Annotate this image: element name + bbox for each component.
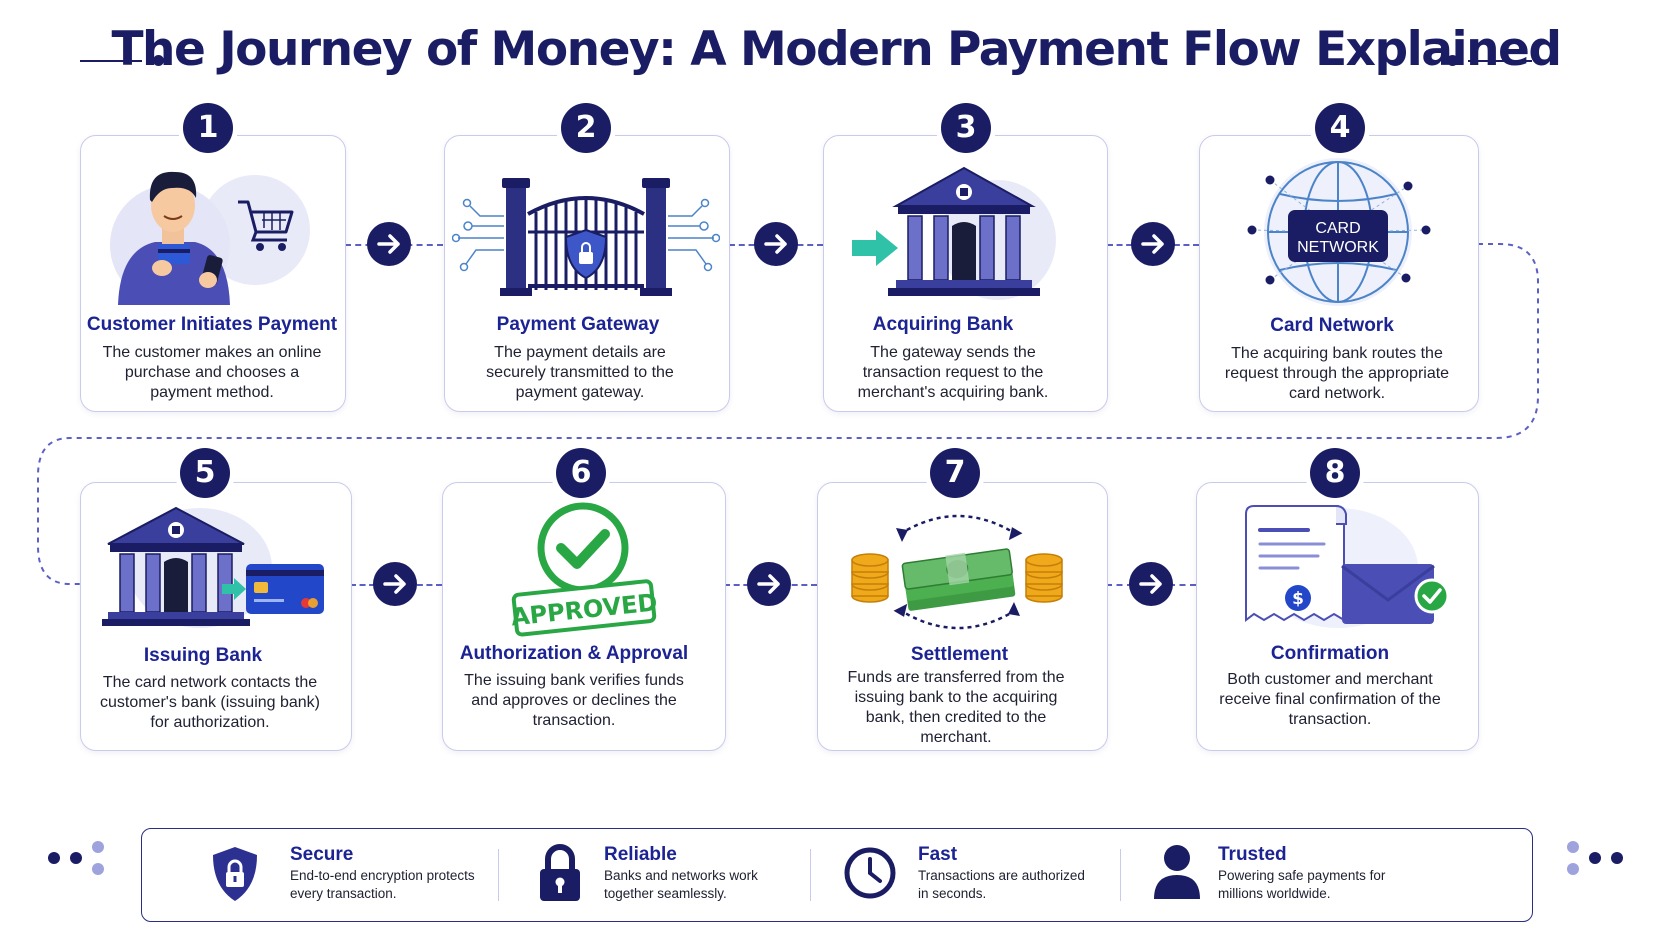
decor-dot [1567, 841, 1579, 853]
step-desc-3: The gateway sends the transaction reques… [857, 344, 1049, 401]
acquiring-bank-icon [852, 166, 1056, 300]
step-number-4: 4 [1315, 103, 1365, 153]
arrow-icon-1-2 [367, 222, 411, 266]
arrow-icon-5-6 [373, 562, 417, 606]
clock-icon [844, 847, 896, 899]
step-title-3: Acquiring Bank [872, 314, 1014, 335]
svg-text:$: $ [1292, 589, 1304, 609]
feature-title-fast: Fast [918, 844, 958, 865]
decor-dot [1589, 852, 1601, 864]
decor-dot [48, 852, 60, 864]
step-number-1: 1 [183, 103, 233, 153]
user-icon [1154, 845, 1200, 899]
decor-dot [1611, 852, 1623, 864]
decor-dot [92, 863, 104, 875]
feature-desc-secure: End-to-end encryption protects every tra… [290, 868, 475, 901]
payment-gateway-icon [452, 178, 720, 296]
feature-desc-reliable: Banks and networks work together seamles… [604, 868, 758, 901]
step-title-6: Authorization & Approval [459, 643, 689, 664]
settlement-money-icon [851, 514, 1063, 630]
step-number-7: 7 [930, 448, 980, 498]
decor-dot [92, 841, 104, 853]
feature-separator [1120, 849, 1121, 901]
step-desc-5: The card network contacts the customer's… [99, 674, 321, 731]
step-number-2: 2 [561, 103, 611, 153]
card-network-label-line2: NETWORK [1297, 239, 1379, 256]
step-desc-8: Both customer and merchant receive final… [1219, 671, 1441, 728]
step-card-7 [817, 482, 1108, 751]
step-desc-1: The customer makes an online purchase an… [102, 344, 322, 401]
step-desc-7: Funds are transferred from the issuing b… [847, 669, 1065, 746]
confirmation-receipt-icon: $ [1245, 505, 1450, 628]
step-desc-4: The acquiring bank routes the request th… [1224, 345, 1450, 402]
page-title: The Journey of Money: A Modern Payment F… [111, 22, 1562, 77]
title-left-rule [80, 60, 142, 62]
customer-shopping-icon [110, 171, 310, 305]
feature-title-trusted: Trusted [1218, 844, 1287, 865]
step-title-2: Payment Gateway [496, 314, 660, 335]
step-desc-6: The issuing bank verifies funds and appr… [464, 672, 684, 729]
step-number-8: 8 [1310, 448, 1360, 498]
feature-title-reliable: Reliable [604, 844, 677, 865]
padlock-icon [540, 844, 580, 901]
arrow-icon-6-7 [747, 562, 791, 606]
decor-dot [1567, 863, 1579, 875]
decor-dot [70, 852, 82, 864]
issuing-bank-icon [102, 506, 324, 628]
feature-desc-trusted: Powering safe payments for millions worl… [1218, 868, 1386, 901]
card-network-globe-icon: CARD NETWORK [1247, 158, 1431, 306]
arrow-icon-2-3 [754, 222, 798, 266]
title-right-rule [1468, 60, 1532, 62]
step-title-4: Card Network [1270, 315, 1394, 336]
step-title-8: Confirmation [1270, 643, 1390, 664]
step-title-7: Settlement [910, 644, 1009, 665]
card-network-label-line1: CARD [1315, 220, 1360, 237]
step-desc-2: The payment details are securely transmi… [486, 344, 674, 401]
step-title-1: Customer Initiates Payment [86, 314, 338, 335]
approved-stamp-icon: APPROVED [510, 502, 659, 637]
title-left-dot [153, 55, 164, 66]
step-title-5: Issuing Bank [143, 645, 263, 666]
step-number-6: 6 [556, 448, 606, 498]
arrow-icon-3-4 [1131, 222, 1175, 266]
feature-title-secure: Secure [290, 844, 354, 865]
row-wrap-connector [37, 243, 1539, 585]
shield-lock-icon [213, 847, 257, 901]
step-number-3: 3 [941, 103, 991, 153]
features-bar: Secure End-to-end encryption protects ev… [141, 828, 1533, 922]
feature-separator [810, 849, 811, 901]
title-right-dot [1447, 55, 1458, 66]
arrow-icon-7-8 [1129, 562, 1173, 606]
feature-desc-fast: Transactions are authorized in seconds. [918, 868, 1085, 901]
feature-separator [498, 849, 499, 901]
step-number-5: 5 [180, 448, 230, 498]
